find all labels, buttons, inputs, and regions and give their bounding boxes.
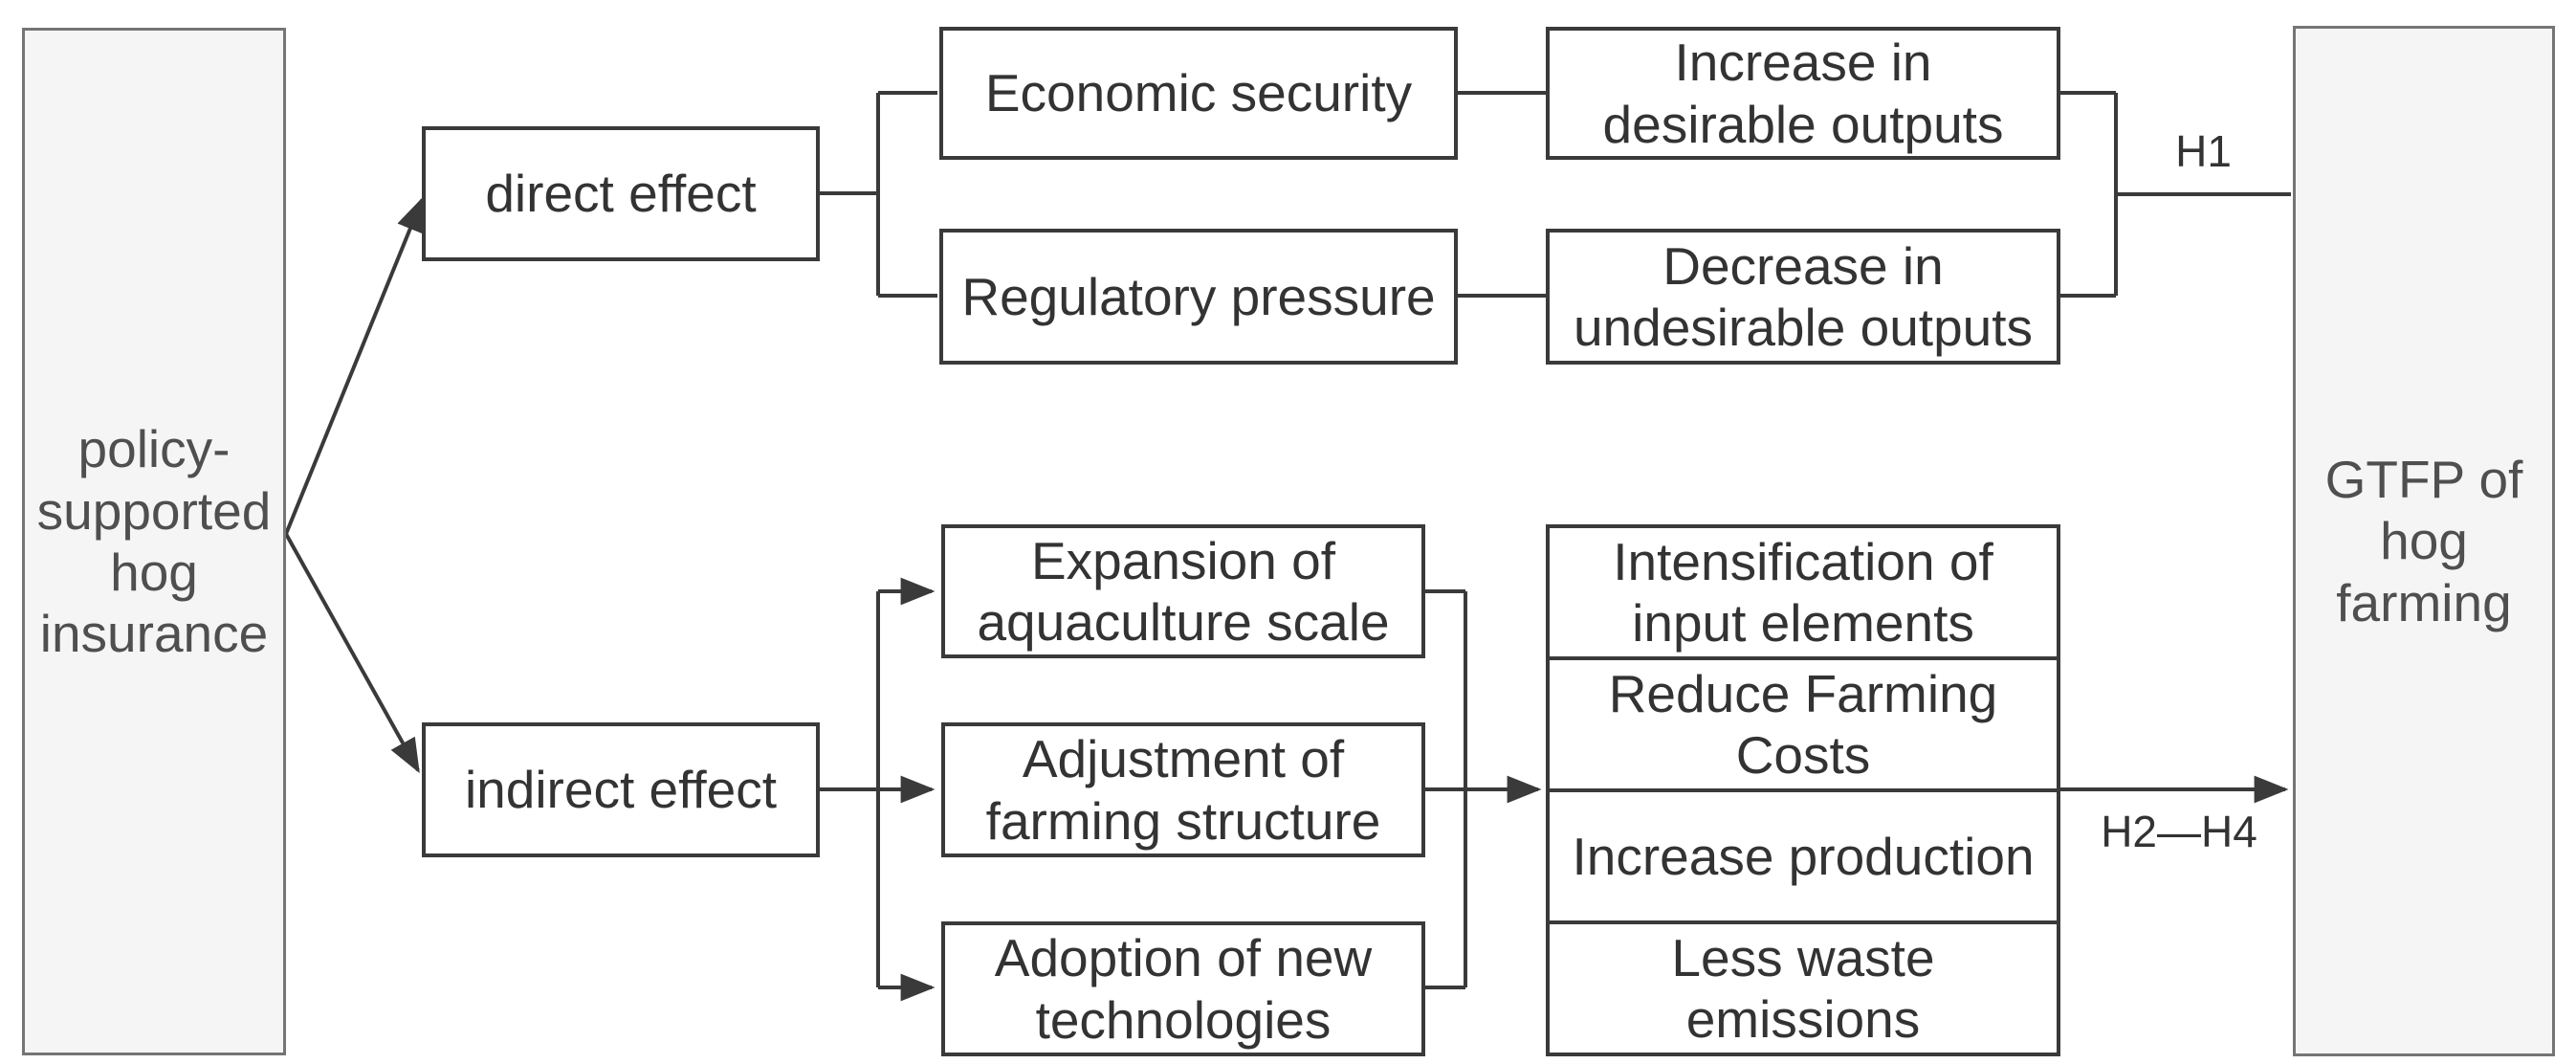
node-increase-desirable-outputs: Increase in desirable outputs xyxy=(1546,27,2060,160)
node-policy-supported-hog-insurance: policy- supported hog insurance xyxy=(22,28,286,1055)
stack-cell-intensification-label: Intensification of input elements xyxy=(1613,531,1993,653)
hypothesis-h1-label: H1 xyxy=(2175,126,2232,176)
node-expansion-label: Expansion of aquaculture scale xyxy=(977,530,1390,652)
stack-cell-increase-production-label: Increase production xyxy=(1572,826,2035,886)
node-expansion-aquaculture-scale: Expansion of aquaculture scale xyxy=(941,524,1425,658)
bracket-outputs-merge xyxy=(2060,91,2118,298)
node-indirect-effect: indirect effect xyxy=(422,722,820,857)
node-indirect-outcomes-stack: Intensification of input elements Reduce… xyxy=(1546,524,2060,1056)
bracket-direct-to-mechanisms xyxy=(820,91,937,298)
node-economic-security-label: Economic security xyxy=(984,63,1413,123)
node-economic-security: Economic security xyxy=(939,27,1458,160)
hypothesis-h2-h4-label: H2—H4 xyxy=(2101,807,2257,856)
node-gtfp-hog-farming: GTFP of hog farming xyxy=(2293,26,2555,1056)
node-regulatory-pressure: Regulatory pressure xyxy=(939,229,1458,365)
node-adjustment-label: Adjustment of farming structure xyxy=(985,729,1381,851)
node-direct-effect-label: direct effect xyxy=(485,164,757,224)
node-adoption-new-technologies: Adoption of new technologies xyxy=(941,921,1425,1056)
node-policy-label: policy- supported hog insurance xyxy=(36,419,272,664)
node-decrease-undesirable-label: Decrease in undesirable outputs xyxy=(1573,235,2034,357)
node-indirect-effect-label: indirect effect xyxy=(464,760,778,820)
stack-cell-intensification: Intensification of input elements xyxy=(1550,528,2057,656)
arrow-source-to-indirect-effect xyxy=(284,533,420,774)
stack-cell-increase-production: Increase production xyxy=(1550,788,2057,920)
node-increase-desirable-label: Increase in desirable outputs xyxy=(1602,33,2004,154)
node-gtfp-label: GTFP of hog farming xyxy=(2324,449,2523,632)
node-adjustment-farming-structure: Adjustment of farming structure xyxy=(941,722,1425,857)
node-decrease-undesirable-outputs: Decrease in undesirable outputs xyxy=(1546,229,2060,365)
node-regulatory-pressure-label: Regulatory pressure xyxy=(961,266,1436,326)
stack-cell-less-waste-label: Less waste emissions xyxy=(1671,927,1935,1049)
node-direct-effect: direct effect xyxy=(422,126,820,261)
stack-cell-reduce-costs: Reduce Farming Costs xyxy=(1550,656,2057,788)
node-adoption-label: Adoption of new technologies xyxy=(994,928,1373,1050)
arrow-source-to-direct-effect xyxy=(284,196,424,535)
stack-cell-reduce-costs-label: Reduce Farming Costs xyxy=(1608,663,1998,785)
stack-cell-less-waste: Less waste emissions xyxy=(1550,920,2057,1053)
